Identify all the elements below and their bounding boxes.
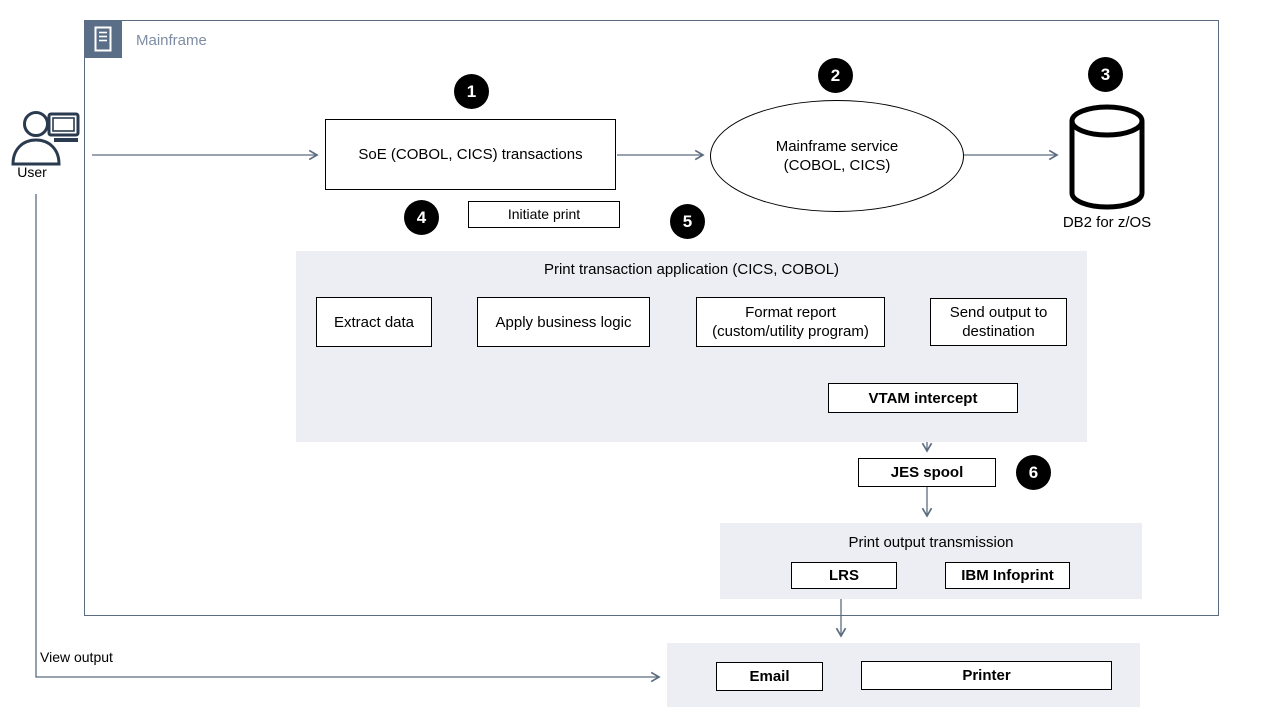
user-label: User bbox=[17, 164, 47, 180]
vtam-intercept-label: VTAM intercept bbox=[868, 389, 978, 407]
db2-cylinder-icon bbox=[1064, 100, 1150, 214]
send-output-line1: Send output to bbox=[949, 304, 1048, 321]
node-printer: Printer bbox=[861, 661, 1112, 690]
panel-print-output-transmission: Print output transmission bbox=[720, 523, 1142, 599]
mainframe-label: Mainframe bbox=[136, 32, 207, 49]
format-report-line1: Format report bbox=[745, 304, 836, 321]
format-report-line2: (custom/utility program) bbox=[712, 323, 869, 340]
node-extract-data: Extract data bbox=[316, 297, 432, 347]
service-label-line1: Mainframe service bbox=[775, 138, 899, 155]
step-badge-5: 5 bbox=[670, 204, 705, 239]
transmission-title: Print output transmission bbox=[848, 534, 1014, 551]
view-output-label: View output bbox=[40, 649, 113, 665]
node-vtam-intercept: VTAM intercept bbox=[828, 383, 1018, 413]
node-send-output: Send output to destination bbox=[930, 298, 1067, 346]
node-soe-transactions: SoE (COBOL, CICS) transactions bbox=[325, 119, 616, 190]
user-icon bbox=[8, 110, 80, 166]
step-badge-1: 1 bbox=[454, 74, 489, 109]
step-badge-3: 3 bbox=[1088, 57, 1123, 92]
email-label: Email bbox=[749, 668, 790, 685]
node-email: Email bbox=[716, 662, 823, 691]
lrs-label: LRS bbox=[829, 567, 859, 584]
step-badge-4: 4 bbox=[404, 200, 439, 235]
node-jes-spool: JES spool bbox=[858, 458, 996, 487]
node-format-report: Format report (custom/utility program) bbox=[696, 297, 885, 347]
node-mainframe-service: Mainframe service (COBOL, CICS) bbox=[710, 100, 964, 212]
node-soe-label: SoE (COBOL, CICS) transactions bbox=[358, 146, 583, 163]
initiate-print-label: Initiate print bbox=[507, 206, 581, 222]
node-lrs: LRS bbox=[791, 562, 897, 589]
node-initiate-print: Initiate print bbox=[468, 201, 620, 228]
mainframe-icon bbox=[84, 20, 122, 58]
send-output-line2: destination bbox=[962, 323, 1035, 340]
service-label-line2: (COBOL, CICS) bbox=[783, 157, 891, 174]
step-badge-2: 2 bbox=[818, 58, 853, 93]
step-badge-6: 6 bbox=[1016, 455, 1051, 490]
node-ibm-infoprint: IBM Infoprint bbox=[945, 562, 1070, 589]
apply-business-logic-label: Apply business logic bbox=[495, 313, 632, 331]
extract-data-label: Extract data bbox=[333, 313, 415, 331]
print-app-title: Print transaction application (CICS, COB… bbox=[543, 261, 840, 278]
jes-spool-label: JES spool bbox=[890, 464, 964, 481]
ibm-infoprint-label: IBM Infoprint bbox=[961, 567, 1054, 584]
printer-label: Printer bbox=[962, 667, 1011, 684]
mainframe-container bbox=[84, 20, 1219, 616]
node-apply-business-logic: Apply business logic bbox=[477, 297, 650, 347]
db2-label: DB2 for z/OS bbox=[1062, 214, 1152, 231]
